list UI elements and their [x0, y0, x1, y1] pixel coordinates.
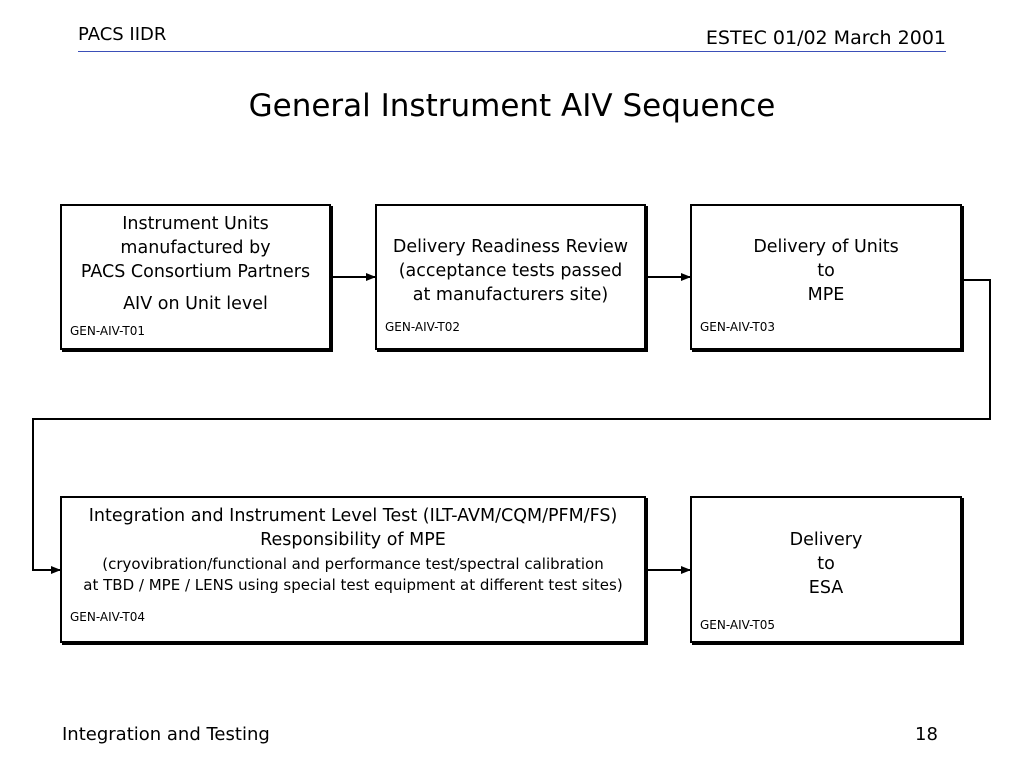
t02-line-1: Delivery Readiness Review [392, 237, 629, 257]
t04-line-2: Responsibility of MPE [260, 530, 446, 550]
footer-section-text: Integration and Testing [62, 724, 270, 745]
arrow-t03-to-t04 [32, 279, 991, 574]
t05-line-1: Delivery [789, 530, 863, 550]
step-box-t03: Delivery of Units to MPE GEN-AIV-T03 [690, 204, 962, 350]
t05-code: GEN-AIV-T05 [700, 618, 776, 632]
t03-line-1: Delivery of Units [753, 237, 899, 257]
t03-line-2: to [817, 261, 835, 281]
step-box-t05: Delivery to ESA GEN-AIV-T05 [690, 496, 962, 643]
t03-line-3: MPE [807, 285, 845, 305]
page-number: 18 [915, 724, 938, 745]
slide-title: General Instrument AIV Sequence [248, 88, 776, 124]
step-box-t01: Instrument Units manufactured by PACS Co… [60, 204, 331, 350]
header-left-text: PACS IIDR [78, 24, 167, 45]
t01-code: GEN-AIV-T01 [70, 324, 146, 338]
t02-line-2: (acceptance tests passed [398, 261, 623, 281]
header-rule [78, 51, 946, 52]
t02-code: GEN-AIV-T02 [385, 320, 461, 334]
t02-line-3: at manufacturers site) [412, 285, 609, 305]
t04-small-line-2: at TBD / MPE / LENS using special test e… [83, 576, 623, 594]
t04-line-1: Integration and Instrument Level Test (I… [88, 506, 618, 526]
t05-line-3: ESA [808, 578, 844, 598]
t05-line-2: to [817, 554, 835, 574]
t01-extra-text: AIV on Unit level [123, 294, 268, 314]
step-box-t04: Integration and Instrument Level Test (I… [60, 496, 646, 643]
t04-small-line-1: (cryovibration/functional and performanc… [102, 555, 604, 573]
header-date-text: ESTEC 01/02 March 2001 [705, 27, 946, 49]
t01-line-3: PACS Consortium Partners [80, 262, 311, 282]
t01-line-1: Instrument Units [122, 214, 269, 234]
t01-line-2: manufactured by [120, 238, 271, 258]
t04-code: GEN-AIV-T04 [70, 610, 146, 624]
step-box-t02: Delivery Readiness Review (acceptance te… [375, 204, 646, 350]
t03-code: GEN-AIV-T03 [700, 320, 776, 334]
